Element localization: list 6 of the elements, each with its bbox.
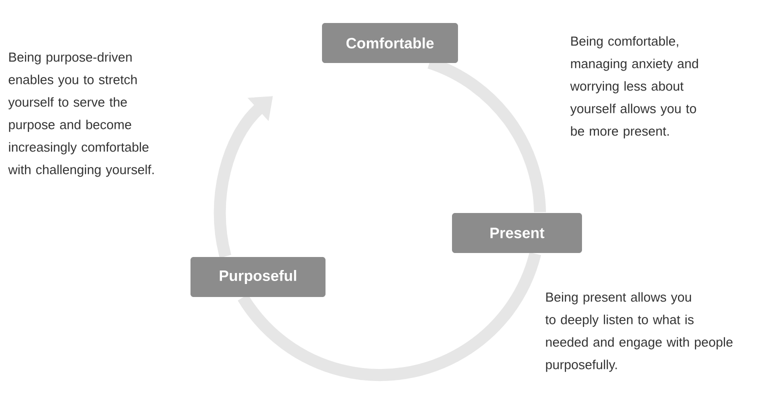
description-text: Being present allows you to deeply listen to what is needed and engage with people purposefully. bbox=[545, 292, 733, 372]
process-box: Present bbox=[452, 213, 582, 253]
description-text: Being purpose-driven enables you to stretch yourself to serve the purpose and become increasingly comfortable with challenging yourself. bbox=[8, 52, 154, 177]
process-box: Purposeful bbox=[190, 257, 326, 297]
process-box: Comfortable bbox=[322, 23, 458, 63]
description-text: Being comfortable, managing anxiety and worrying less about yourself allows you to be more present. bbox=[570, 36, 698, 138]
